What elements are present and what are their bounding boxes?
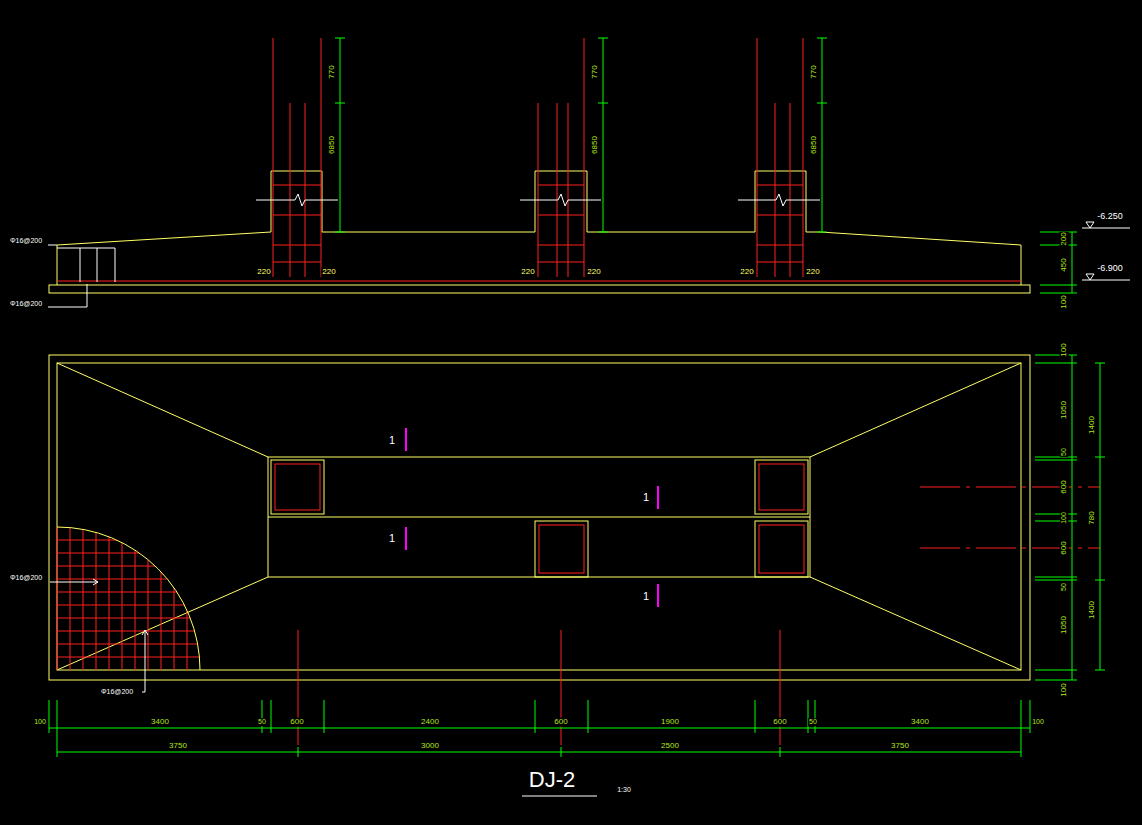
dimension: 3000 — [420, 742, 440, 751]
rebar-note: Φ16@200 — [9, 300, 43, 308]
dimension: 220 — [805, 268, 820, 277]
mesh-boundary — [57, 527, 200, 670]
dimension: 50 — [1060, 582, 1068, 592]
dimension: 100 — [1060, 294, 1069, 309]
rebar-note: Φ16@200 — [9, 237, 43, 245]
title-underline — [522, 796, 597, 797]
column-rebar — [275, 464, 804, 573]
dimension: 3400 — [150, 718, 170, 727]
section-number: 1 — [388, 434, 396, 446]
dimension: 600 — [553, 718, 568, 727]
axis-lines — [298, 487, 1100, 745]
rebar — [57, 38, 1021, 281]
dimension: 1900 — [660, 718, 680, 727]
dimension: 100 — [1060, 682, 1069, 697]
dimension: 600 — [772, 718, 787, 727]
dimension: 100 — [33, 718, 47, 726]
dimension: 770 — [810, 64, 819, 79]
drawing-title: DJ-2 — [528, 768, 576, 792]
plan-dimension-lines — [49, 355, 1105, 757]
dimension: 780 — [1088, 510, 1097, 525]
dimension: 100 — [1031, 718, 1045, 726]
section-marks — [406, 428, 658, 607]
dimension: 1050 — [1060, 400, 1069, 420]
dimension: 2400 — [420, 718, 440, 727]
rebar-note: Φ16@200 — [9, 574, 43, 582]
dimension: 3750 — [168, 742, 188, 751]
dimension: 1400 — [1088, 600, 1097, 620]
level-mark: -6.250 — [1096, 212, 1124, 222]
dimension: 50 — [257, 718, 267, 726]
dimension: 200 — [1060, 231, 1069, 246]
scale-note: 1:30 — [616, 786, 632, 794]
rebar-note: Φ16@200 — [100, 688, 134, 696]
dimension: 600 — [1060, 479, 1069, 494]
dimension: 600 — [1060, 540, 1069, 555]
dimension: 2500 — [660, 742, 680, 751]
dimension: 3750 — [890, 742, 910, 751]
section-number: 1 — [642, 491, 650, 503]
rebar-mesh — [57, 527, 200, 670]
dimension: 1050 — [1060, 615, 1069, 635]
elevation-outline — [49, 171, 1030, 293]
dimension: 600 — [289, 718, 304, 727]
plan-outline — [49, 355, 1030, 680]
dimension: 220 — [520, 268, 535, 277]
dimension: 6850 — [810, 135, 819, 155]
dimension: 220 — [256, 268, 271, 277]
dimension: 3400 — [910, 718, 930, 727]
leader-lines — [50, 579, 148, 692]
dimension: 1400 — [1088, 415, 1097, 435]
dimension: 6850 — [328, 135, 337, 155]
dimension: 220 — [321, 268, 336, 277]
dimension: 770 — [328, 64, 337, 79]
break-lines — [48, 194, 820, 307]
level-mark: -6.900 — [1096, 264, 1124, 274]
dimension-lines — [335, 38, 1077, 293]
level-marks — [1082, 222, 1130, 280]
dimension: 220 — [739, 268, 754, 277]
section-number: 1 — [388, 532, 396, 544]
dimension: 50 — [808, 718, 818, 726]
dimension: 220 — [586, 268, 601, 277]
section-number: 1 — [642, 590, 650, 602]
dimension: 450 — [1060, 257, 1069, 272]
dimension: 6850 — [591, 135, 600, 155]
dimension: 100 — [1060, 511, 1068, 525]
dimension: 770 — [591, 64, 600, 79]
dimension: 100 — [1060, 342, 1069, 357]
dimension: 50 — [1060, 447, 1068, 457]
